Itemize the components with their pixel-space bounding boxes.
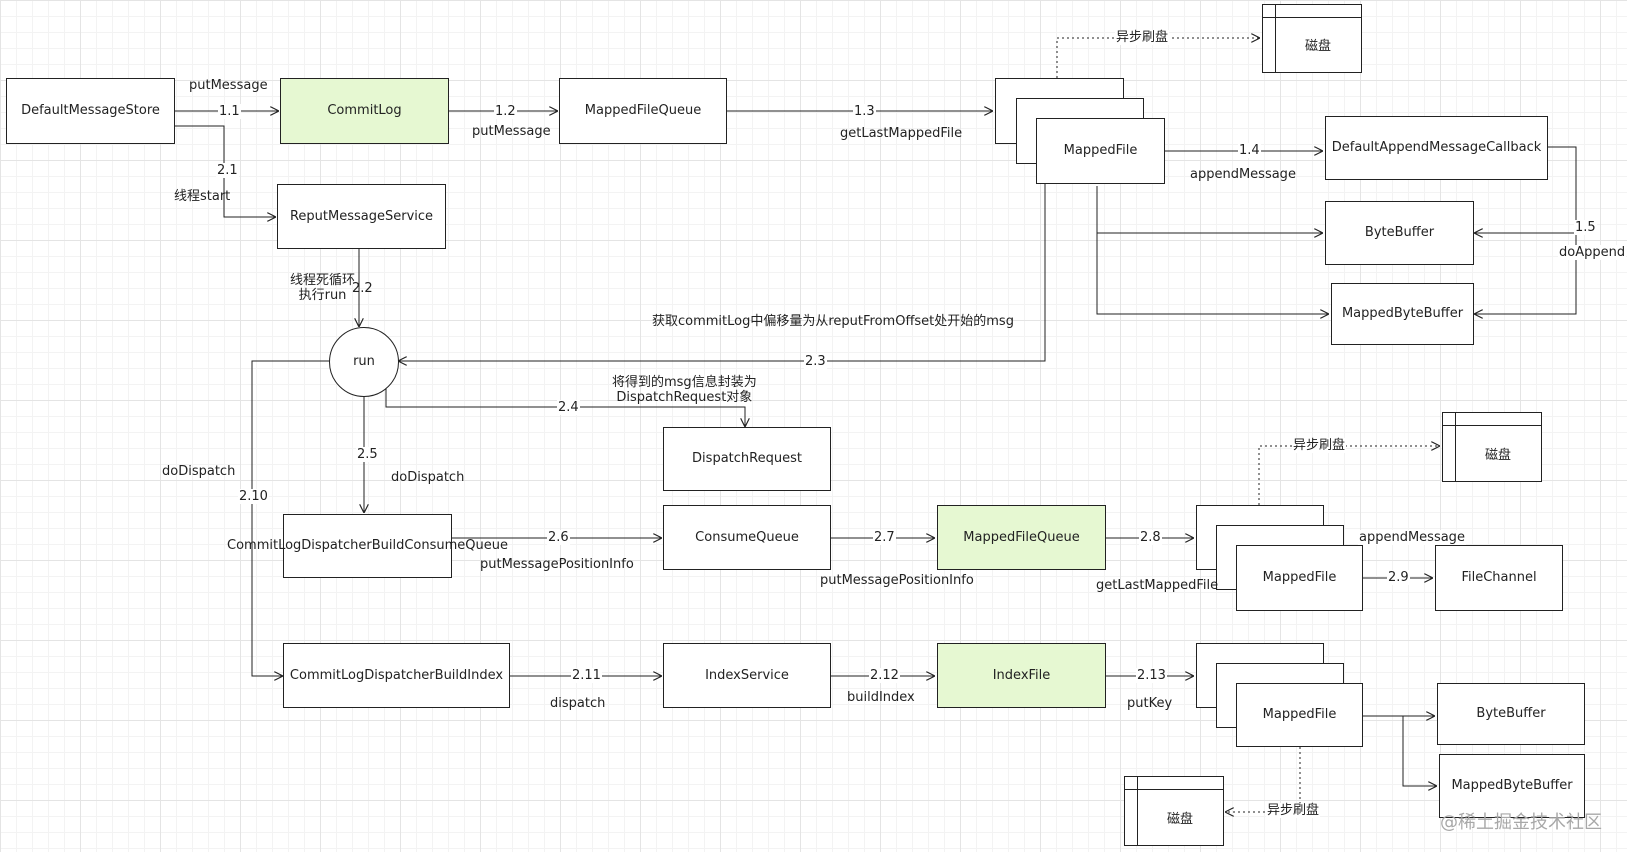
disk-top: 磁盘 xyxy=(1262,4,1362,73)
node-mapped-file-bot[interactable]: MappedFile xyxy=(1236,683,1363,747)
label-thread-loop: 线程死循环 执行run xyxy=(290,273,356,303)
label-get-last-mapped-file-2: getLastMappedFile xyxy=(1096,578,1219,593)
node-consume-queue[interactable]: ConsumeQueue xyxy=(663,505,831,570)
label-async-flush-top: 异步刷盘 xyxy=(1115,30,1170,45)
node-index-service[interactable]: IndexService xyxy=(663,643,831,708)
label-step-2-4: 2.4 xyxy=(557,400,580,415)
edge-async-mid xyxy=(1258,446,1440,505)
label-step-2-3: 2.3 xyxy=(804,354,827,369)
edge-1-5 xyxy=(1474,146,1577,233)
label-do-append: doAppend xyxy=(1558,245,1627,260)
node-dispatcher-build-index[interactable]: CommitLogDispatcherBuildIndex xyxy=(283,643,510,708)
disk-bot: 磁盘 xyxy=(1124,776,1224,846)
label-async-flush-mid: 异步刷盘 xyxy=(1292,438,1347,453)
node-mapped-file-queue-mid[interactable]: MappedFileQueue xyxy=(937,505,1106,570)
edge-async-top xyxy=(1056,38,1260,78)
edge-mf-mappedbytebuffer-bot xyxy=(1402,716,1437,786)
label-append-message-2: appendMessage xyxy=(1358,530,1466,545)
label-step-2-1: 2.1 xyxy=(216,163,239,178)
node-file-channel[interactable]: FileChannel xyxy=(1435,545,1563,611)
label-thread-start: 线程start xyxy=(174,189,231,204)
label-put-message-position-info-1: putMessagePositionInfo xyxy=(480,557,634,572)
label-step-2-6: 2.6 xyxy=(547,530,570,545)
node-dispatcher-build-consume-queue[interactable]: CommitLogDispatcherBuildConsumeQueue xyxy=(227,514,508,578)
label-step-2-13: 2.13 xyxy=(1136,668,1167,683)
node-byte-buffer-top[interactable]: ByteBuffer xyxy=(1325,201,1474,265)
node-dispatch-request[interactable]: DispatchRequest xyxy=(663,427,831,491)
edge-mf-mappedbytebuffer xyxy=(1096,233,1329,314)
edge-2-3 xyxy=(398,183,1046,361)
node-default-message-store[interactable]: DefaultMessageStore xyxy=(6,78,175,144)
label-step-1-2: 1.2 xyxy=(494,104,517,119)
label-put-message-1: putMessage xyxy=(189,78,268,93)
label-get-last-mapped-file-1: getLastMappedFile xyxy=(840,126,963,141)
label-step-2-8: 2.8 xyxy=(1139,530,1162,545)
label-do-dispatch-1: doDispatch xyxy=(391,470,465,485)
label-step-2-12: 2.12 xyxy=(869,668,900,683)
disk-bot-label: 磁盘 xyxy=(1166,811,1193,827)
edge-2-10 xyxy=(251,360,330,676)
label-put-message-2: putMessage xyxy=(472,124,551,139)
label-step-1-3: 1.3 xyxy=(853,104,876,119)
node-mapped-byte-buffer-top[interactable]: MappedByteBuffer xyxy=(1331,283,1474,345)
disk-mid-label: 磁盘 xyxy=(1484,447,1511,463)
label-step-2-9: 2.9 xyxy=(1387,570,1410,585)
label-step-1-5: 1.5 xyxy=(1574,220,1597,235)
label-step-1-4: 1.4 xyxy=(1238,143,1261,158)
label-build-index: buildIndex xyxy=(847,690,915,705)
label-wrap-dispatch: 将得到的msg信息封装为 DispatchRequest对象 xyxy=(612,375,757,405)
node-default-append-message-callback[interactable]: DefaultAppendMessageCallback xyxy=(1325,116,1548,180)
disk-top-label: 磁盘 xyxy=(1304,39,1331,54)
node-reput-message-service[interactable]: ReputMessageService xyxy=(277,184,446,249)
node-mapped-file-mid[interactable]: MappedFile xyxy=(1236,545,1363,611)
label-step-2-11: 2.11 xyxy=(571,668,602,683)
watermark: @稀土掘金技术社区 xyxy=(1440,812,1602,833)
label-step-2-5: 2.5 xyxy=(356,447,379,462)
node-commit-log[interactable]: CommitLog xyxy=(280,78,449,144)
node-mapped-byte-buffer-bot[interactable]: MappedByteBuffer xyxy=(1439,754,1585,818)
label-put-message-position-info-2: putMessagePositionInfo xyxy=(820,573,974,588)
node-mapped-file-top[interactable]: MappedFile xyxy=(1036,118,1165,184)
label-step-2-10: 2.10 xyxy=(238,489,269,504)
edge-1-5b xyxy=(1474,233,1577,314)
node-mapped-file-queue-top[interactable]: MappedFileQueue xyxy=(559,78,727,144)
label-dispatch: dispatch xyxy=(550,696,606,711)
label-step-2-2: 2.2 xyxy=(352,281,373,296)
label-step-1-1: 1.1 xyxy=(218,104,241,119)
label-do-dispatch-2: doDispatch xyxy=(162,464,236,479)
label-fetch-msg: 获取commitLog中偏移量为从reputFromOffset处开始的msg xyxy=(652,314,1014,329)
node-index-file[interactable]: IndexFile xyxy=(937,643,1106,708)
label-async-flush-bot: 异步刷盘 xyxy=(1266,803,1321,818)
node-run[interactable]: run xyxy=(329,327,399,397)
edge-mf-bytebuffer xyxy=(1096,186,1323,233)
label-append-message-1: appendMessage xyxy=(1190,167,1296,182)
label-step-2-7: 2.7 xyxy=(873,530,896,545)
label-put-key: putKey xyxy=(1127,696,1173,711)
node-byte-buffer-bot[interactable]: ByteBuffer xyxy=(1437,683,1585,745)
disk-mid: 磁盘 xyxy=(1442,412,1542,482)
